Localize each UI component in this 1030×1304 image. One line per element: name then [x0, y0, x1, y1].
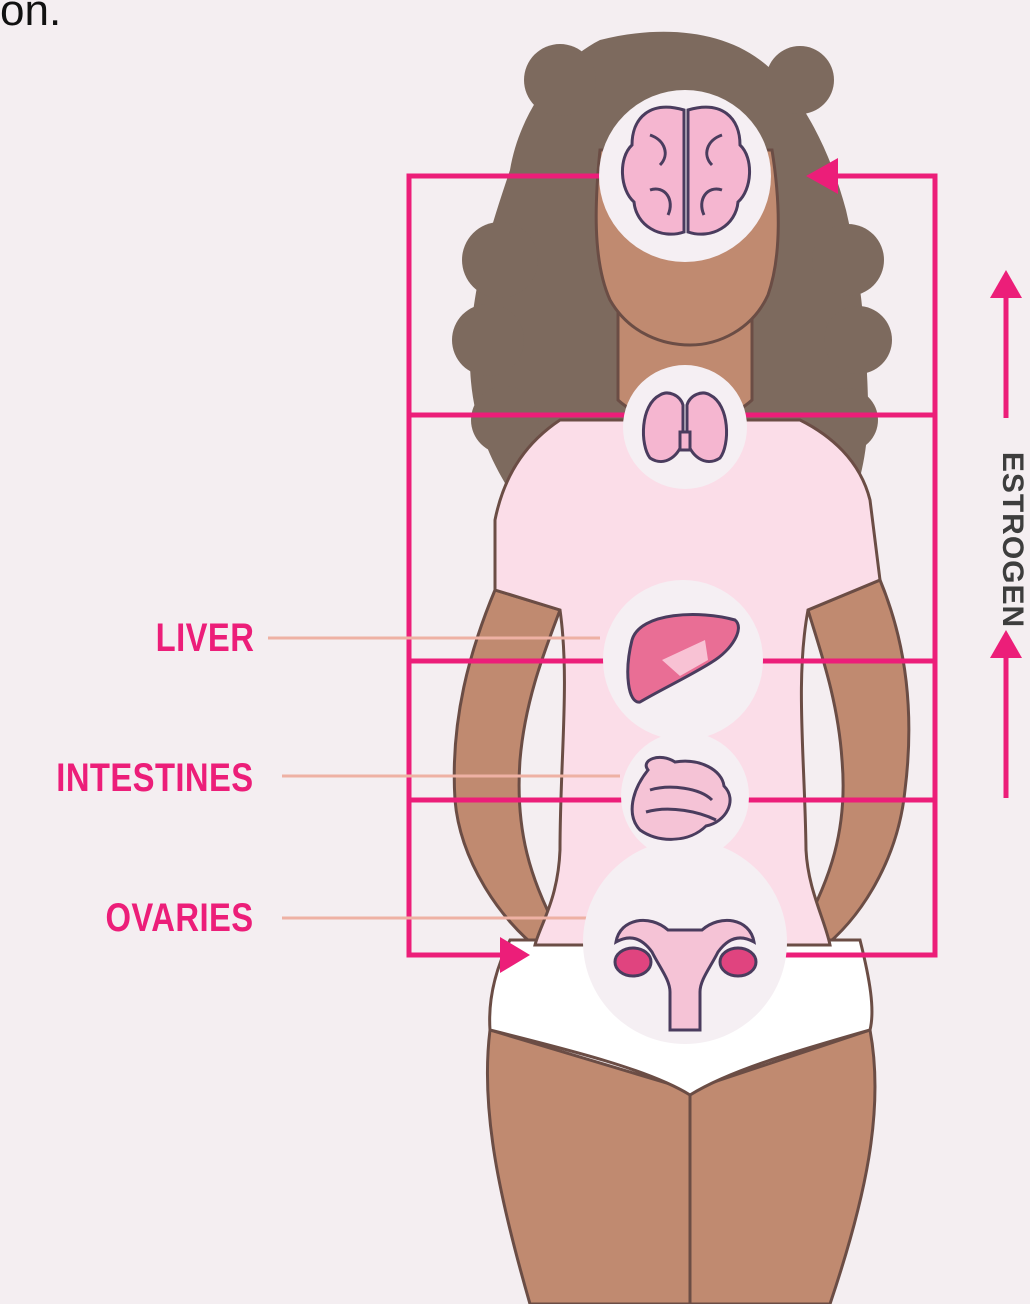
label-ovaries: OVARIES — [106, 898, 254, 938]
thyroid-bubble — [623, 365, 747, 489]
label-intestines: INTESTINES — [57, 758, 254, 798]
label-liver: LIVER — [155, 618, 254, 658]
liver-bubble — [603, 580, 763, 740]
estrogen-label: ESTROGEN — [995, 452, 1029, 628]
reproductive-bubble — [583, 840, 787, 1044]
brain-bubble — [599, 90, 771, 262]
